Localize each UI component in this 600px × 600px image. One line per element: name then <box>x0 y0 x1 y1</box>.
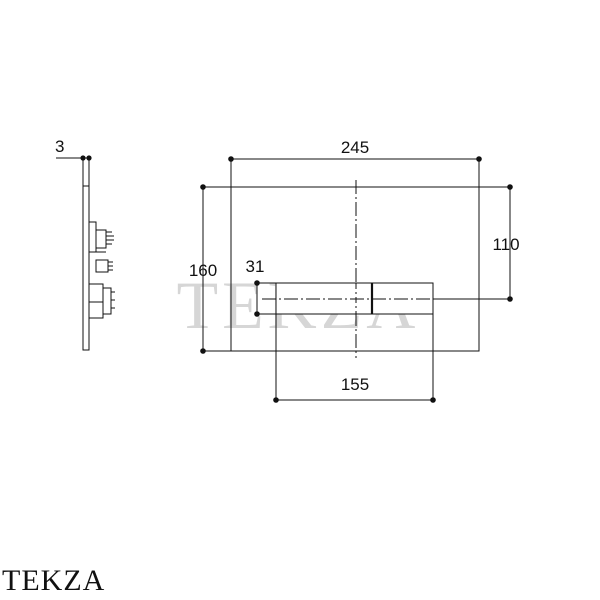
depth-dimension-label: 3 <box>55 137 64 156</box>
brand-logo-text: TEKZA <box>2 564 106 597</box>
width-dimension-label: 245 <box>341 138 369 157</box>
plate-outline <box>230 186 480 352</box>
button-offset-dimension-label: 110 <box>492 235 519 254</box>
front-view <box>200 156 513 403</box>
side-view <box>56 155 115 351</box>
button-height-dimension-label: 31 <box>246 257 265 276</box>
button-width-dimension-label: 155 <box>341 375 369 394</box>
height-dimension-label: 160 <box>189 261 217 280</box>
